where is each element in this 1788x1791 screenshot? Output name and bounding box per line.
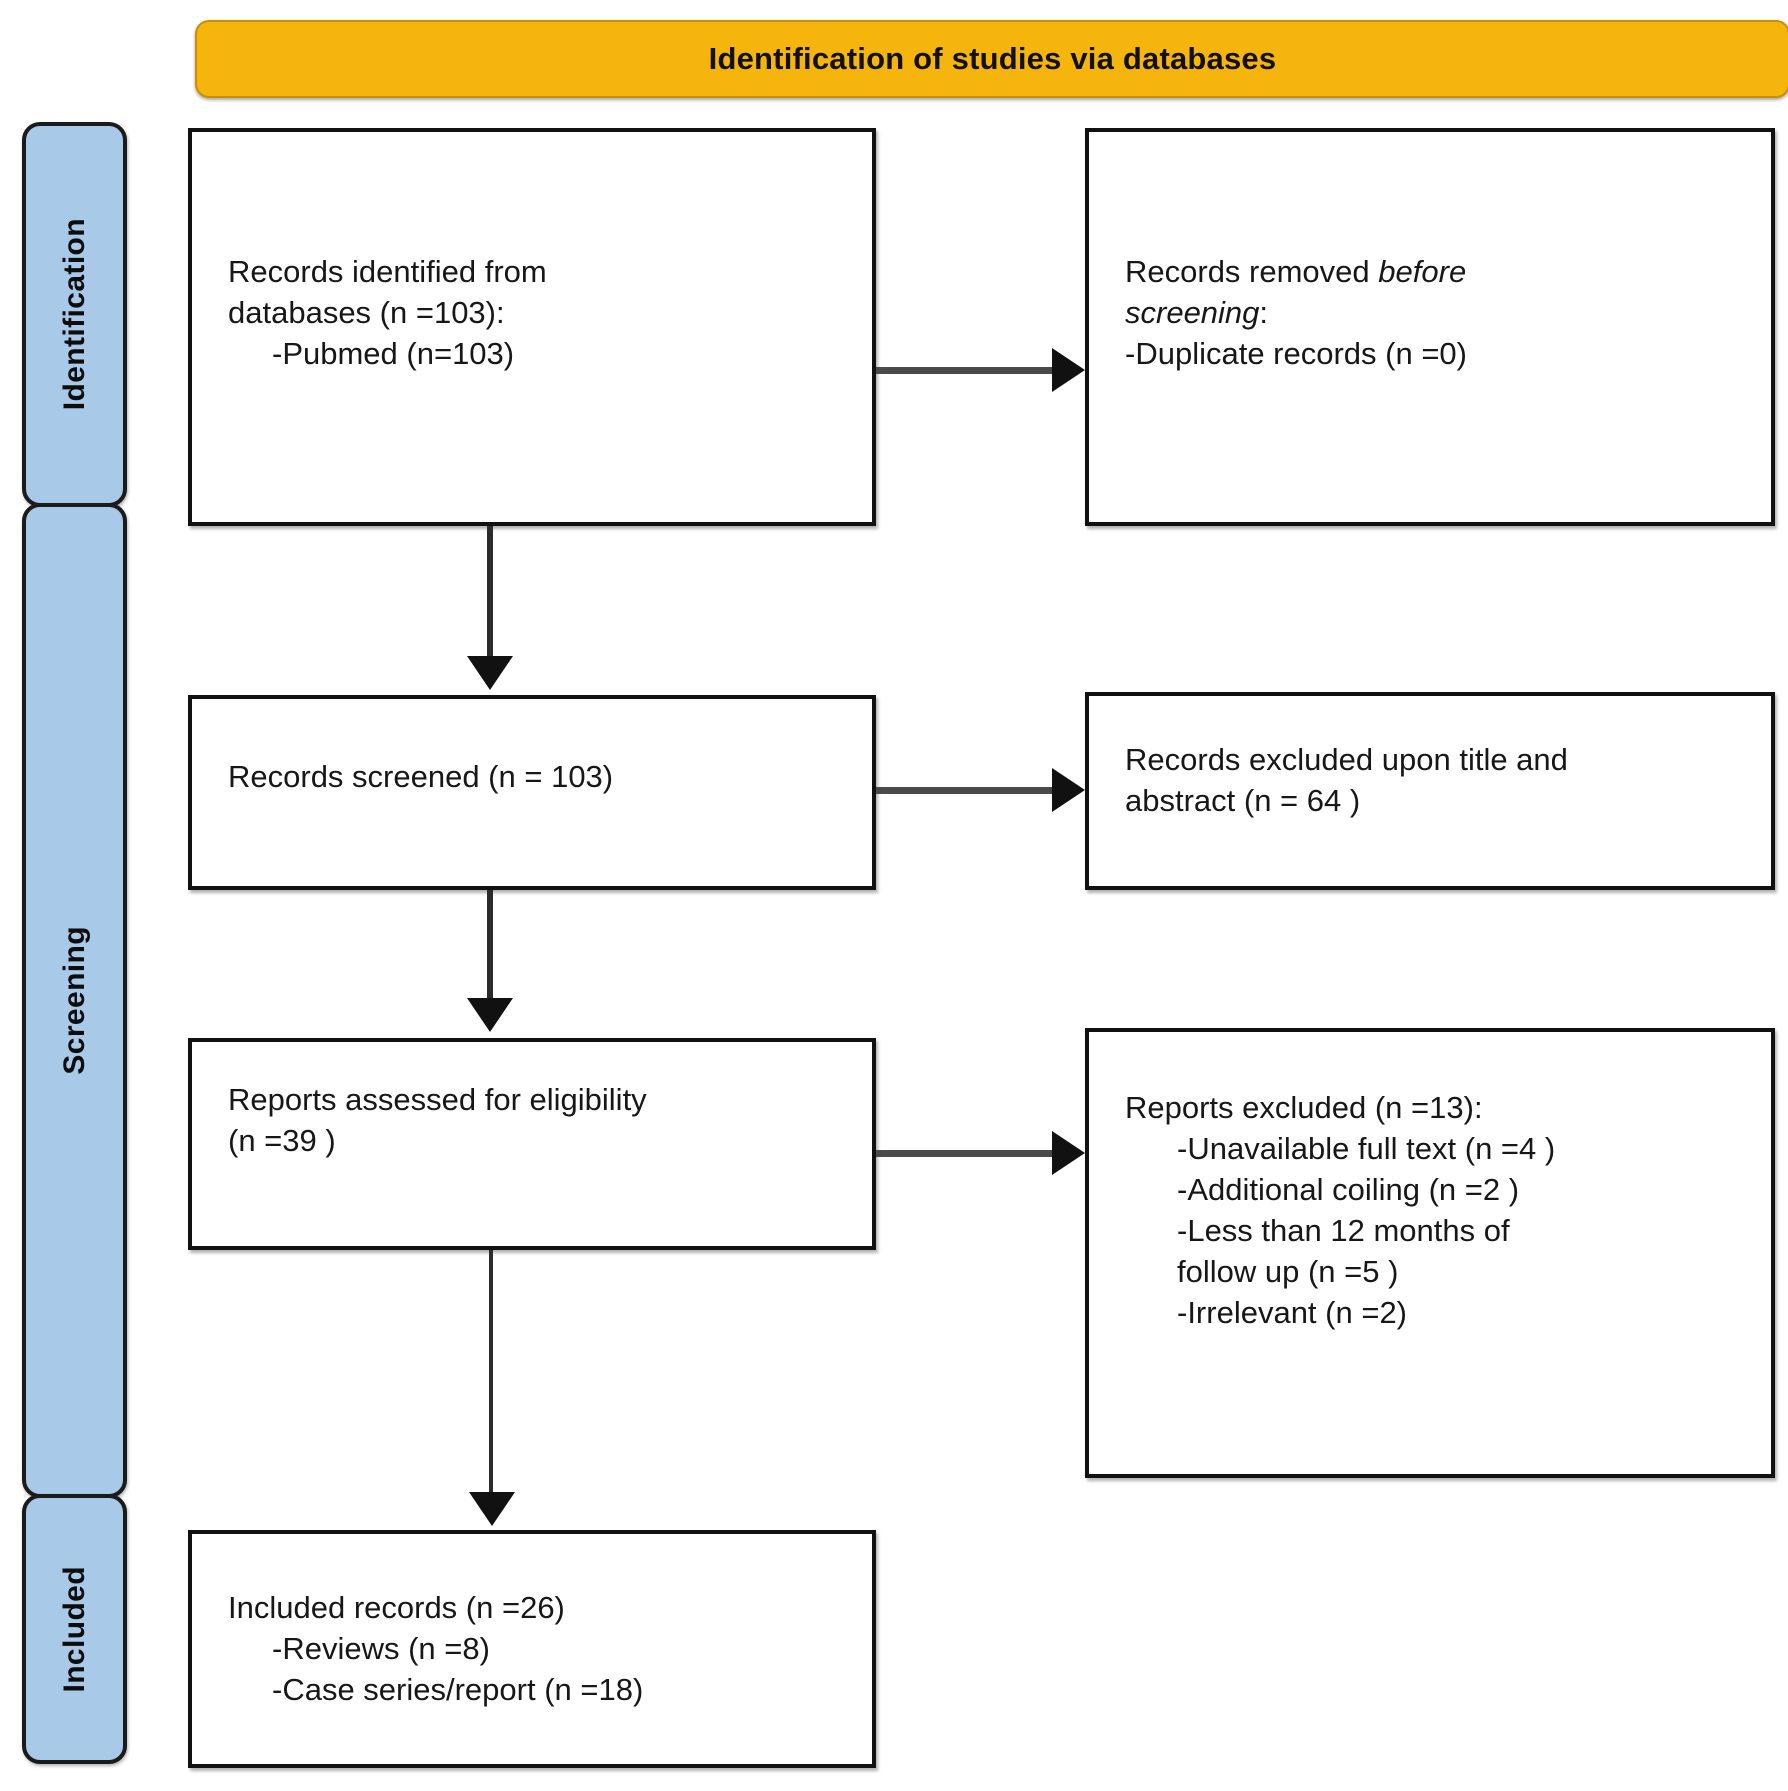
node-reports-assessed-line-2: (n =39 )	[228, 1122, 336, 1158]
connector-screened-to-excluded-arrowhead-icon	[1052, 768, 1085, 812]
node-records-excluded-title-abstract-text: Records excluded upon title and abstract…	[1125, 740, 1753, 822]
node-reports-excluded: Reports excluded (n =13): -Unavailable f…	[1085, 1028, 1775, 1478]
phase-band-label-included: Included	[57, 1565, 91, 1693]
connector-screened-to-excluded-line	[876, 787, 1062, 794]
node-records-identified-text: Records identified from databases (n =10…	[228, 252, 854, 375]
node-records-removed-text: Records removed before screening: -Dupli…	[1125, 252, 1753, 375]
node-records-identified: Records identified from databases (n =10…	[188, 128, 876, 526]
phase-band-label-screening: Screening	[57, 926, 91, 1075]
node-records-excluded-line-2: abstract (n = 64 )	[1125, 782, 1361, 818]
connector-eligibility-to-included-line	[489, 1250, 493, 1498]
node-included-records-text: Included records (n =26) -Reviews (n =8)…	[228, 1588, 854, 1711]
phase-band-screening: Screening	[22, 503, 127, 1498]
connector-identified-to-screened-line	[487, 526, 493, 663]
node-records-excluded-title-abstract: Records excluded upon title and abstract…	[1085, 692, 1775, 890]
stage-banner-title: Identification of studies via databases	[708, 41, 1277, 76]
node-records-identified-line-2: databases (n =103):	[228, 294, 505, 330]
node-included-records-line-2: -Reviews (n =8)	[272, 1630, 490, 1666]
phase-band-included: Included	[22, 1494, 127, 1764]
node-records-screened-text: Records screened (n = 103)	[228, 757, 854, 798]
node-reports-excluded-line-5: follow up (n =5 )	[1177, 1253, 1399, 1289]
node-records-removed-line-1: Records removed before	[1125, 252, 1753, 293]
node-reports-excluded-text: Reports excluded (n =13): -Unavailable f…	[1125, 1088, 1753, 1333]
node-reports-excluded-line-4: -Less than 12 months of	[1177, 1212, 1510, 1248]
connector-eligibility-to-reports-excluded-line	[876, 1150, 1062, 1157]
node-records-excluded-line-1: Records excluded upon title and	[1125, 742, 1568, 777]
phase-band-identification: Identification	[22, 122, 127, 507]
connector-screened-to-eligibility-line	[487, 890, 493, 1004]
node-reports-excluded-line-2: -Unavailable full text (n =4 )	[1177, 1130, 1556, 1166]
node-included-records: Included records (n =26) -Reviews (n =8)…	[188, 1530, 876, 1768]
phase-band-label-identification: Identification	[57, 218, 91, 411]
node-included-records-line-3: -Case series/report (n =18)	[272, 1671, 644, 1707]
node-included-records-line-1: Included records (n =26)	[228, 1590, 565, 1625]
connector-identified-to-removed-arrowhead-icon	[1052, 348, 1085, 392]
node-reports-excluded-line-3: -Additional coiling (n =2 )	[1177, 1171, 1520, 1207]
node-records-removed: Records removed before screening: -Dupli…	[1085, 128, 1775, 526]
connector-eligibility-to-included-arrowhead-icon	[469, 1492, 515, 1526]
connector-identified-to-screened-arrowhead-icon	[467, 656, 513, 690]
node-reports-assessed-eligibility: Reports assessed for eligibility (n =39 …	[188, 1038, 876, 1250]
node-records-removed-line-2-plain: :	[1259, 294, 1269, 330]
node-records-removed-line-2: screening:	[1125, 293, 1753, 334]
node-records-screened-line-1: Records screened (n = 103)	[228, 759, 614, 794]
node-records-screened: Records screened (n = 103)	[188, 695, 876, 890]
node-reports-assessed-eligibility-text: Reports assessed for eligibility (n =39 …	[228, 1080, 854, 1162]
node-records-removed-line-2-italic: screening	[1125, 294, 1260, 330]
connector-screened-to-eligibility-arrowhead-icon	[467, 998, 513, 1032]
node-reports-excluded-line-6: -Irrelevant (n =2)	[1177, 1294, 1408, 1330]
node-records-identified-line-1: Records identified from	[228, 254, 547, 289]
node-records-identified-line-3: -Pubmed (n=103)	[272, 335, 515, 371]
node-reports-assessed-line-1: Reports assessed for eligibility	[228, 1082, 647, 1117]
node-reports-excluded-line-1: Reports excluded (n =13):	[1125, 1090, 1483, 1125]
connector-identified-to-removed-line	[876, 367, 1062, 374]
node-records-removed-line-1-plain: Records removed	[1125, 254, 1379, 289]
node-records-removed-line-1-italic: before	[1378, 254, 1467, 289]
node-records-removed-line-3: -Duplicate records (n =0)	[1125, 335, 1467, 371]
connector-eligibility-to-reports-excluded-arrowhead-icon	[1052, 1131, 1085, 1175]
stage-banner-identification: Identification of studies via databases	[195, 20, 1788, 98]
